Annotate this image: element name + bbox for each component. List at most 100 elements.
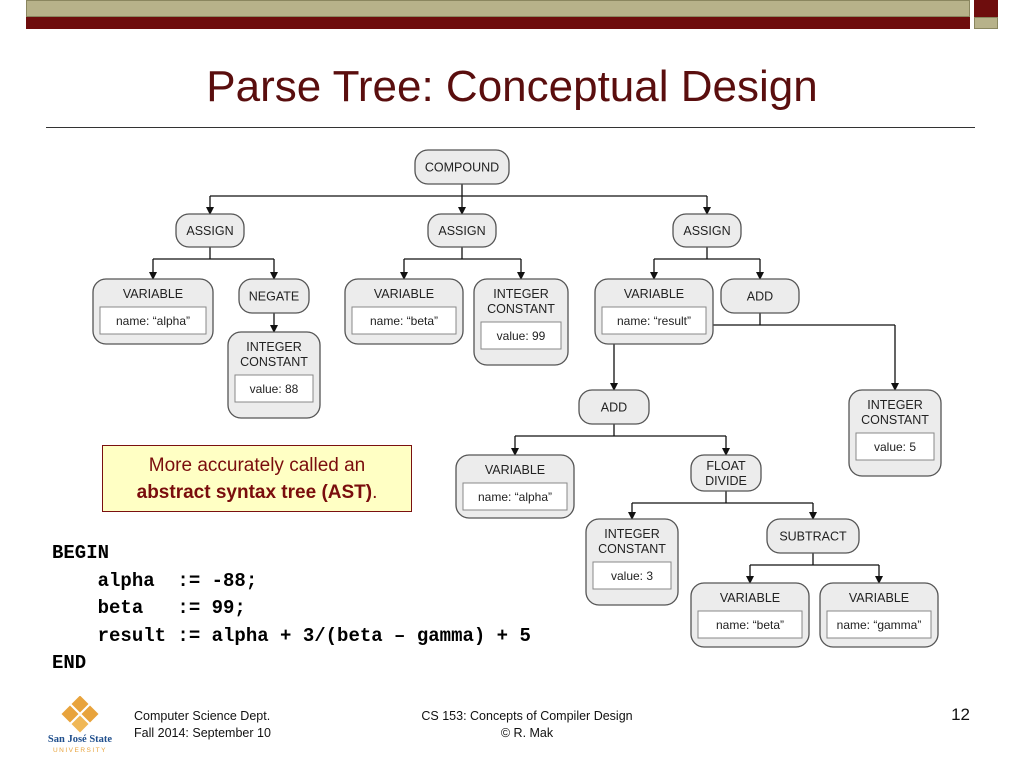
tree-node-box	[175, 213, 245, 248]
tree-node-var-beta: VARIABLE name: “beta”	[344, 278, 464, 345]
tree-node-var-beta2: VARIABLE name: “beta”	[690, 582, 810, 648]
tree-node-assign2: ASSIGN	[427, 213, 497, 248]
tree-node-label: VARIABLE	[374, 287, 434, 301]
tree-node-box	[720, 278, 800, 314]
tree-node-label: INTEGER	[604, 527, 660, 541]
tree-node-value: value: 5	[874, 440, 916, 454]
corner-square-dark	[974, 0, 998, 17]
top-bar-dark	[26, 17, 970, 29]
tree-node-label: COMPOUND	[425, 161, 499, 175]
top-bar-olive	[26, 0, 970, 17]
tree-node-label: FLOAT	[706, 459, 746, 473]
title-divider	[46, 127, 975, 128]
tree-node-label: VARIABLE	[123, 287, 183, 301]
tree-node-value: name: “gamma”	[837, 618, 922, 632]
tree-node-label: DIVIDE	[705, 474, 747, 488]
tree-node-label: ADD	[747, 290, 773, 304]
tree-node-label: VARIABLE	[485, 463, 545, 477]
tree-node-box	[766, 518, 860, 554]
tree-node-box	[427, 213, 497, 248]
tree-node-label: VARIABLE	[720, 591, 780, 605]
tree-node-assign1: ASSIGN	[175, 213, 245, 248]
corner-square-olive	[974, 17, 998, 29]
tree-node-box	[578, 389, 650, 425]
tree-node-assign3: ASSIGN	[672, 213, 742, 248]
tree-node-label: INTEGER	[867, 398, 923, 412]
tree-node-add2: ADD	[578, 389, 650, 425]
tree-node-box	[672, 213, 742, 248]
ast-note-line1: More accurately called an	[148, 455, 366, 476]
footer-dept: Computer Science Dept.	[134, 709, 271, 723]
tree-node-label: CONSTANT	[861, 413, 929, 427]
tree-node-box	[238, 278, 310, 314]
sjsu-logo: San José State UNIVERSITY	[48, 696, 113, 754]
tree-node-value: name: “beta”	[370, 314, 438, 328]
tree-node-label: CONSTANT	[487, 302, 555, 316]
tree-node-negate: NEGATE	[238, 278, 310, 314]
tree-node-value: name: “alpha”	[116, 314, 190, 328]
footer-left: Computer Science Dept. Fall 2014: Septem…	[134, 708, 271, 742]
code-line: BEGIN	[52, 542, 110, 564]
tree-node-value-box	[697, 610, 803, 639]
tree-node-value: value: 3	[611, 569, 653, 583]
tree-node-box	[414, 149, 510, 185]
tree-node-value-box	[855, 432, 935, 461]
tree-node-label: VARIABLE	[624, 287, 684, 301]
tree-node-var-result: VARIABLE name: “result”	[594, 278, 714, 345]
tree-node-value-box	[601, 306, 707, 335]
tree-node-label: ASSIGN	[438, 224, 485, 238]
footer-date: Fall 2014: September 10	[134, 726, 271, 740]
tree-node-value-box	[592, 561, 672, 590]
logo-text-line1: San José State	[48, 734, 113, 745]
tree-node-value: name: “result”	[617, 314, 691, 328]
tree-node-value: name: “beta”	[716, 618, 784, 632]
tree-node-value: value: 88	[250, 382, 299, 396]
tree-node-var-gamma: VARIABLE name: “gamma”	[819, 582, 939, 648]
tree-node-label: ASSIGN	[683, 224, 730, 238]
tree-node-value-box	[826, 610, 932, 639]
tree-node-label: NEGATE	[249, 290, 299, 304]
tree-node-label: CONSTANT	[240, 355, 308, 369]
tree-node-label: INTEGER	[493, 287, 549, 301]
tree-node-label: ASSIGN	[186, 224, 233, 238]
ast-note-line2: abstract syntax tree (AST).	[103, 479, 411, 506]
footer-course: CS 153: Concepts of Compiler Design	[421, 709, 633, 723]
logo-text-line2: UNIVERSITY	[53, 747, 107, 754]
tree-node-label: SUBTRACT	[779, 530, 847, 544]
slide-title: Parse Tree: Conceptual Design	[206, 62, 818, 111]
tree-node-value: value: 99	[497, 329, 546, 343]
tree-node-value-box	[351, 306, 457, 335]
tree-node-var-alpha2: VARIABLE name: “alpha”	[455, 454, 575, 519]
tree-node-value: name: “alpha”	[478, 490, 552, 504]
tree-node-box	[690, 454, 762, 492]
tree-node-var-alpha: VARIABLE name: “alpha”	[92, 278, 214, 345]
tree-node-label: ADD	[601, 401, 627, 415]
tree-node-label: CONSTANT	[598, 542, 666, 556]
code-line: result := alpha + 3/(beta – gamma) + 5	[52, 624, 531, 647]
ast-note-box: More accurately called an abstract synta…	[102, 445, 412, 512]
code-line: beta := 99;	[52, 597, 246, 619]
tree-node-subtract: SUBTRACT	[766, 518, 860, 554]
tree-node-label: INTEGER	[246, 340, 302, 354]
footer-center: CS 153: Concepts of Compiler Design © R.…	[367, 708, 687, 742]
footer-author: © R. Mak	[500, 726, 554, 740]
code-line: END	[52, 652, 87, 674]
tree-node-compound: COMPOUND	[414, 149, 510, 185]
code-line: alpha := -88;	[52, 569, 258, 592]
tree-node-value-box	[462, 482, 568, 511]
source-code-block: BEGIN alpha := -88; beta := 99; result :…	[52, 540, 531, 678]
tree-node-value-box	[99, 306, 207, 335]
ast-note-bold: abstract syntax tree (AST)	[136, 482, 373, 503]
tree-node-value-box	[480, 321, 562, 350]
ast-note-tail: .	[372, 482, 378, 503]
page-number: 12	[951, 705, 970, 724]
tree-node-add1: ADD	[720, 278, 800, 314]
tree-node-value-box	[234, 374, 314, 403]
tree-node-label: VARIABLE	[849, 591, 909, 605]
